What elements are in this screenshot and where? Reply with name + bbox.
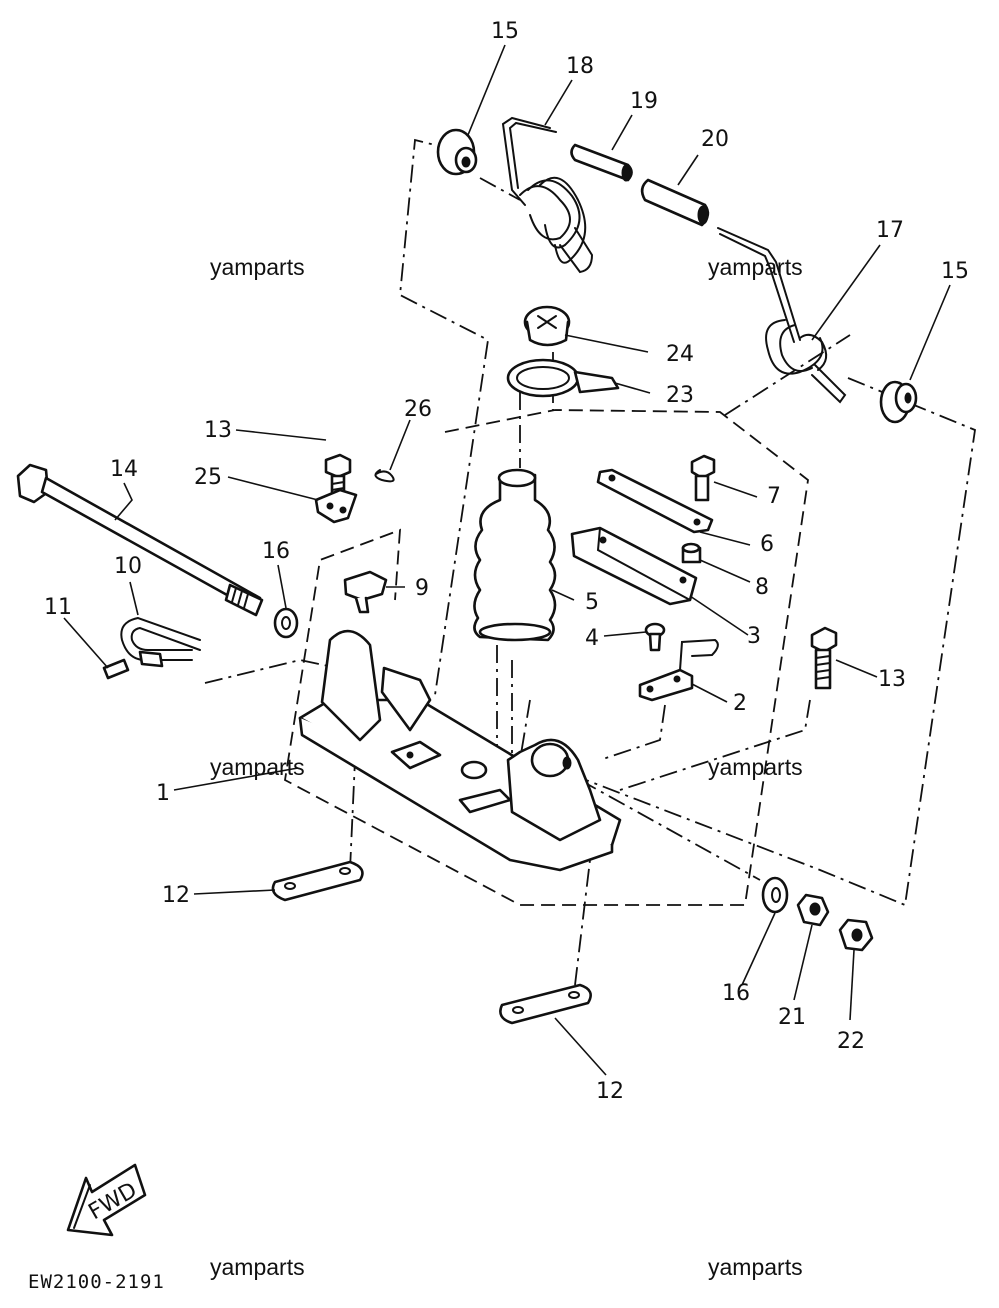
pin-11: [102, 650, 164, 680]
plate-12-lower: [499, 983, 592, 1025]
callout-9: 9: [415, 576, 429, 601]
u-pin-10: [120, 616, 201, 661]
collar-19: [570, 143, 633, 182]
watermark: yamparts: [708, 754, 803, 780]
clip-26: [374, 469, 395, 483]
callout-17: 17: [876, 218, 904, 243]
drawing-code: EW2100-2191: [28, 1271, 165, 1293]
callout-23: 23: [666, 383, 694, 408]
callout-20: 20: [701, 127, 729, 152]
callout-26: 26: [404, 397, 432, 422]
callout-18: 18: [566, 54, 594, 79]
band-clamp-23: [506, 358, 620, 398]
rubber-boot-5: [473, 468, 557, 642]
callout-5: 5: [585, 590, 599, 615]
callout-24: 24: [666, 342, 694, 367]
callout-8: 8: [755, 575, 769, 600]
torsion-spring-18: [501, 116, 594, 274]
long-bolt-14: [16, 463, 264, 617]
block-3: [570, 526, 698, 606]
callout-16-right: 16: [722, 981, 750, 1006]
watermark: yamparts: [210, 254, 305, 280]
callout-16-left: 16: [262, 539, 290, 564]
callout-3: 3: [747, 624, 761, 649]
fwd-arrow-icon: FWD: [66, 1163, 147, 1237]
cap-nut-22: [838, 918, 874, 952]
screw-4: [644, 622, 666, 652]
bushing-15-right: [879, 380, 918, 424]
bolt-13-right: [810, 626, 838, 690]
bracket-25: [314, 488, 358, 524]
watermark: yamparts: [210, 1254, 305, 1280]
plate-12-left: [271, 860, 364, 902]
callout-11: 11: [44, 595, 72, 620]
washer-16-left: [273, 607, 299, 639]
callout-13-right: 13: [878, 667, 906, 692]
watermark: yamparts: [210, 754, 305, 780]
watermark: yamparts: [708, 1254, 803, 1280]
callout-25: 25: [194, 465, 222, 490]
watermarks: yamparts yamparts yamparts yamparts yamp…: [210, 254, 803, 1280]
cap-8: [681, 542, 702, 564]
callout-12-lower: 12: [596, 1079, 624, 1104]
mount-plate-1: [298, 629, 622, 872]
callout-4: 4: [585, 626, 599, 651]
callout-15-right: 15: [941, 259, 969, 284]
cap-24: [523, 305, 571, 347]
callout-10: 10: [114, 554, 142, 579]
callout-numbers: 15 18 19 20 17 15 24 23 26 13 25 14 7 6 …: [44, 19, 969, 1104]
callout-7: 7: [767, 484, 781, 509]
callout-21: 21: [778, 1005, 806, 1030]
latch-9: [343, 570, 388, 614]
nut-21: [796, 893, 830, 927]
callout-15-left: 15: [491, 19, 519, 44]
callout-1: 1: [156, 781, 170, 806]
callout-12-left: 12: [162, 883, 190, 908]
callout-13-upper: 13: [204, 418, 232, 443]
callout-22: 22: [837, 1029, 865, 1054]
bushing-15-left: [436, 128, 478, 176]
bolt-7: [690, 454, 716, 502]
bracket-2: [638, 638, 719, 702]
callout-19: 19: [630, 89, 658, 114]
watermark: yamparts: [708, 254, 803, 280]
collar-20: [640, 178, 710, 227]
callout-2: 2: [733, 691, 747, 716]
callout-14: 14: [110, 457, 138, 482]
callout-6: 6: [760, 532, 774, 557]
torsion-spring-17: [717, 227, 847, 404]
washer-16-right: [761, 876, 789, 914]
plate-6: [596, 468, 714, 534]
leader-lines: [63, 44, 951, 1076]
